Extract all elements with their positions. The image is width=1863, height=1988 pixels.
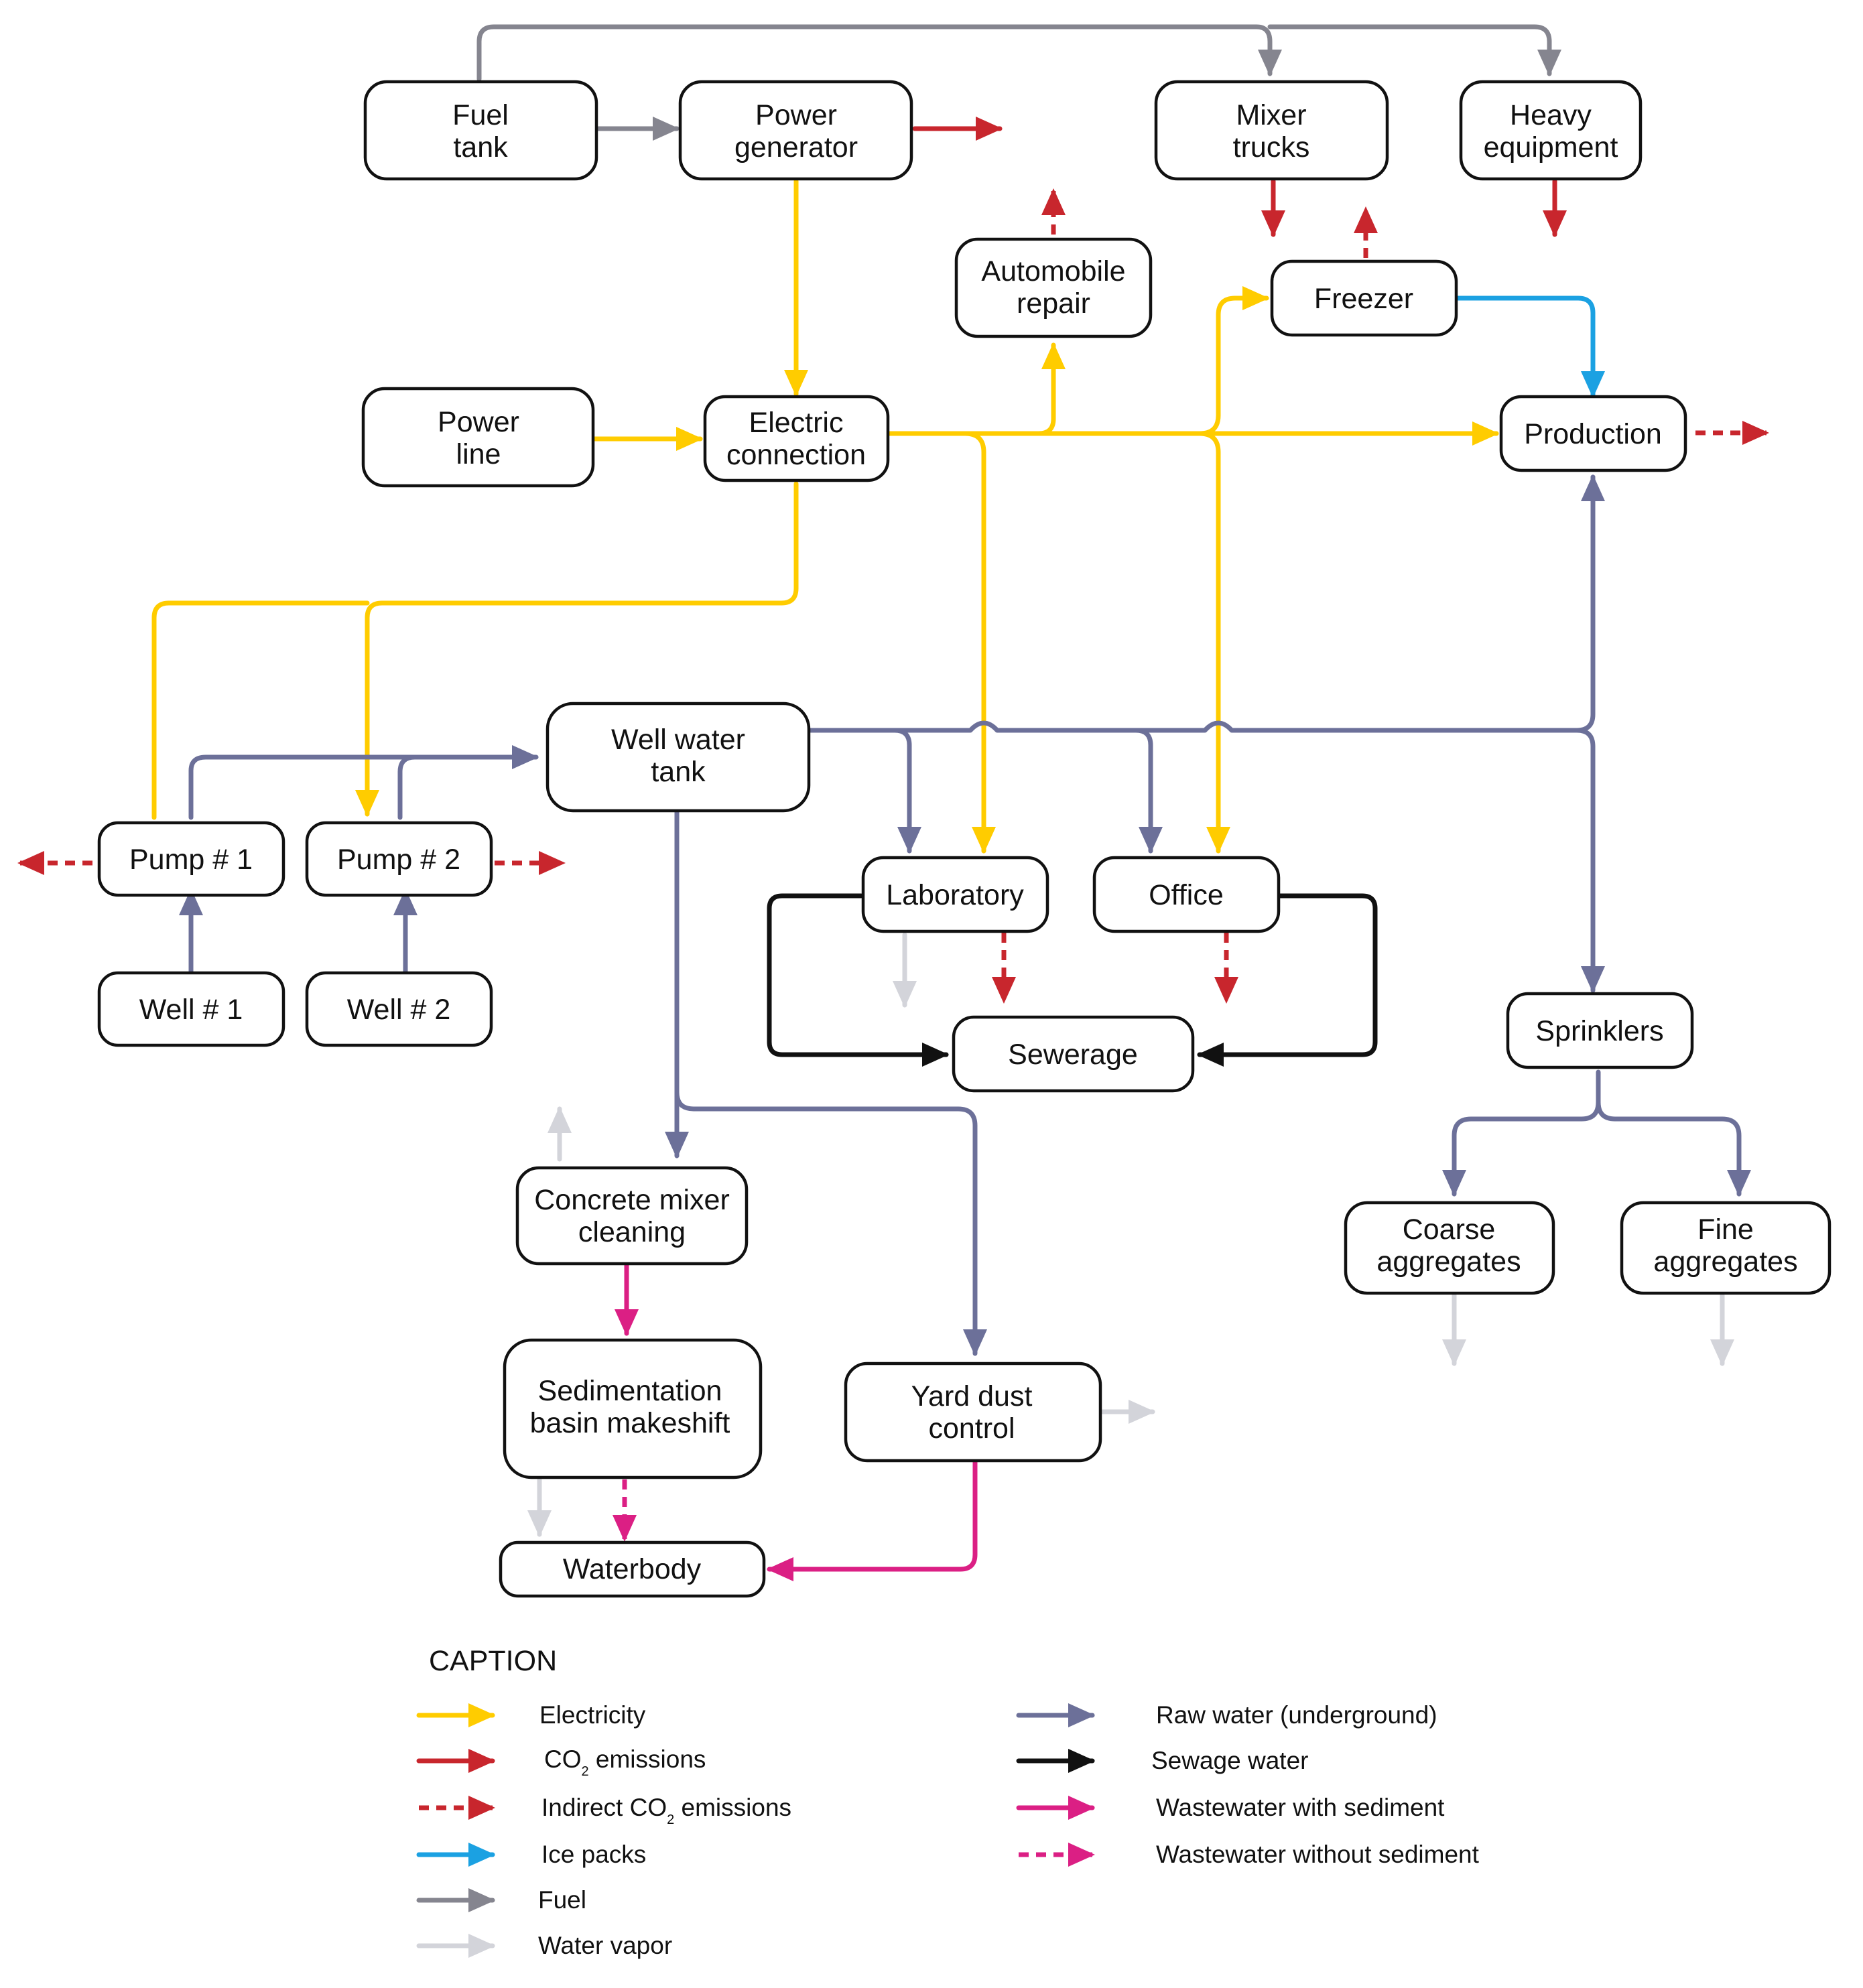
legend-label-sewage: Sewage water (1151, 1747, 1308, 1774)
node-power-generator: Power generator (678, 80, 913, 181)
node-waterbody: Waterbody (499, 1540, 766, 1598)
legend-label-fuel: Fuel (538, 1886, 586, 1914)
node-label-line: Well # 1 (139, 994, 243, 1026)
node-label-line: Power (438, 406, 519, 438)
edge-electric-to-office (1197, 431, 1230, 854)
node-label-line: basin makeshift (530, 1407, 730, 1439)
node-concrete-mixer-cleaning: Concrete mixer cleaning (515, 1166, 749, 1266)
node-production: Production (1499, 395, 1687, 472)
edge-tank-to-office (1133, 728, 1163, 854)
node-label-line: generator (734, 131, 858, 163)
edge-fuel-to-heavy-equipment (1267, 24, 1561, 76)
legend-title: CAPTION (429, 1645, 557, 1677)
legend-label-raw-water: Raw water (underground) (1156, 1701, 1437, 1729)
node-well-water-tank: Well water tank (545, 702, 811, 813)
node-label-line: aggregates (1376, 1246, 1521, 1278)
edge-sprinklers-to-coarse (1442, 1069, 1601, 1197)
node-laboratory: Laboratory (861, 856, 1049, 933)
node-label-line: Production (1524, 418, 1662, 450)
nodes: Fuel tank Power generator Mixer trucks H… (97, 80, 1832, 1598)
legend-label-wastewater-no-sediment: Wastewater without sediment (1156, 1841, 1480, 1868)
edge-electric-to-pump1 (151, 600, 370, 820)
node-sprinklers: Sprinklers (1506, 992, 1694, 1069)
node-heavy-equipment: Heavy equipment (1459, 80, 1643, 181)
legend-label-indirect-co2: Indirect CO2 emissions (541, 1794, 791, 1827)
node-label-line: Coarse (1403, 1213, 1496, 1246)
node-pump-2: Pump # 2 (305, 821, 493, 897)
node-coarse-aggregates: Coarse aggregates (1344, 1201, 1555, 1295)
node-pump-1: Pump # 1 (97, 821, 285, 897)
legend-label-wastewater: Wastewater with sediment (1156, 1794, 1445, 1821)
edges (17, 24, 1769, 1581)
legend-label-water-vapor: Water vapor (538, 1932, 672, 1959)
edge-electric-to-pump2 (355, 481, 799, 817)
legend-label-electricity: Electricity (539, 1701, 646, 1729)
node-fine-aggregates: Fine aggregates (1620, 1201, 1832, 1295)
node-fuel-tank: Fuel tank (363, 80, 598, 181)
edge-office-to-sewerage (1197, 893, 1378, 1067)
node-label-line: Yard dust (911, 1380, 1033, 1412)
node-label-line: Laboratory (886, 879, 1024, 911)
node-label-line: Mixer (1236, 99, 1306, 131)
node-label-line: line (456, 438, 501, 470)
node-freezer: Freezer (1270, 259, 1458, 337)
node-yard-dust-control: Yard dust control (844, 1362, 1102, 1463)
edge-sprinklers-to-fine (1596, 1100, 1751, 1197)
edge-tank-to-sprinklers (1574, 728, 1605, 993)
node-label-line: repair (1017, 287, 1090, 320)
edge-pump1-to-well-tank (188, 745, 539, 820)
edge-electric-to-freezer (1197, 286, 1269, 436)
edge-pump2-to-well-tank (397, 754, 519, 820)
node-automobile-repair: Automobile repair (954, 237, 1153, 338)
node-label-line: Well water (611, 724, 745, 756)
node-label-line: Fuel (452, 99, 509, 131)
node-label-line: Waterbody (563, 1553, 702, 1585)
node-label-line: Fine (1697, 1213, 1754, 1246)
node-label-line: Sedimentation (538, 1375, 722, 1407)
legend-label-ice-packs: Ice packs (541, 1841, 646, 1868)
node-label-line: Sprinklers (1535, 1015, 1663, 1047)
node-well-2: Well # 2 (305, 971, 493, 1047)
node-office: Office (1092, 856, 1281, 933)
node-label-line: Office (1149, 879, 1224, 911)
edge-electric-to-laboratory (962, 431, 996, 854)
node-power-line: Power line (361, 387, 595, 488)
edge-yard-dust-to-waterbody (767, 1458, 978, 1581)
node-label-line: Power (755, 99, 837, 131)
node-sewerage: Sewerage (952, 1015, 1195, 1093)
node-label-line: tank (453, 131, 508, 163)
node-label-line: Concrete mixer (534, 1184, 730, 1216)
node-sedimentation-basin: Sedimentation basin makeshift (503, 1338, 763, 1479)
node-label-line: Pump # 2 (337, 844, 460, 876)
edge-electric-to-auto-repair (1036, 342, 1066, 436)
legend: CAPTION Electricity CO2 emissions Indire… (416, 1645, 1480, 1959)
node-label-line: cleaning (578, 1216, 686, 1248)
node-label-line: Well # 2 (347, 994, 451, 1026)
node-label-line: Electric (749, 407, 844, 439)
node-label-line: tank (651, 756, 706, 788)
node-label-line: trucks (1233, 131, 1310, 163)
edge-freezer-to-production (1453, 295, 1605, 398)
node-well-1: Well # 1 (97, 971, 285, 1047)
node-label-line: connection (726, 439, 866, 471)
edge-tank-to-laboratory (892, 728, 921, 854)
node-label-line: aggregates (1653, 1246, 1797, 1278)
node-label-line: Sewerage (1008, 1039, 1138, 1071)
edge-tank-main-line (806, 474, 1596, 733)
node-label-line: Automobile (981, 255, 1125, 287)
node-label-line: Heavy (1510, 99, 1592, 131)
edge-laboratory-to-sewerage (767, 893, 949, 1067)
edge-tank-to-yard-dust (674, 1089, 987, 1356)
node-label-line: equipment (1484, 131, 1618, 163)
node-label-line: Pump # 1 (129, 844, 253, 876)
legend-label-co2: CO2 emissions (544, 1745, 706, 1779)
edge-fuel-to-mixer-trucks (476, 24, 1282, 82)
node-mixer-trucks: Mixer trucks (1154, 80, 1389, 181)
node-electric-connection: Electric connection (703, 395, 890, 482)
node-label-line: Freezer (1314, 283, 1413, 315)
node-label-line: control (928, 1412, 1015, 1445)
